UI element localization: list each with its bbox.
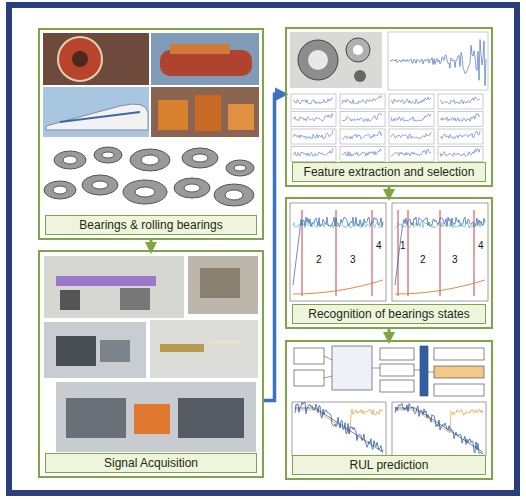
signal-trace [293, 280, 383, 294]
flow-arrow [264, 94, 285, 400]
flow-arrow [388, 327, 391, 341]
signal-trace [293, 114, 333, 122]
signal-trace [395, 403, 483, 454]
signal-trace [293, 217, 383, 285]
signal-trace [440, 114, 480, 122]
mini-plot [291, 112, 336, 127]
box-heading: Recognition of bearings states [292, 304, 486, 324]
stage-number: 3 [350, 254, 356, 265]
process-box: Bearings & rolling bearings [38, 28, 264, 240]
mini-plot [291, 147, 336, 162]
signal-trace [440, 149, 480, 157]
signal-trace [440, 131, 480, 139]
mini-plot [340, 112, 385, 127]
stage-number: 1 [400, 240, 406, 251]
process-box: RUL prediction [285, 340, 493, 480]
signal-trace [342, 149, 382, 156]
box-heading: Bearings & rolling bearings [45, 215, 257, 235]
stage-number: 2 [316, 254, 322, 265]
signal-trace [391, 114, 431, 122]
signal-trace [293, 98, 333, 104]
process-box: Feature extraction and selection [285, 27, 493, 187]
mini-plot [389, 112, 434, 127]
signal-trace [395, 217, 485, 285]
signal-trace [342, 131, 382, 139]
mini-plot [340, 94, 385, 109]
mini-plot [389, 129, 434, 144]
mini-plot [389, 94, 434, 109]
stage-number: 3 [452, 254, 458, 265]
stage-number: 4 [376, 240, 382, 251]
stage-number: 4 [478, 240, 484, 251]
mini-plot [438, 94, 483, 109]
signal-trace [391, 132, 431, 139]
box-heading: Feature extraction and selection [292, 162, 486, 182]
mini-plot [438, 112, 483, 127]
signal-trace [342, 96, 382, 105]
signal-trace [293, 222, 383, 228]
mini-plot [389, 147, 434, 162]
signal-trace [390, 40, 486, 86]
box-heading: RUL prediction [292, 455, 486, 475]
mini-plot [291, 94, 336, 109]
stage-number: 2 [420, 254, 426, 265]
signal-trace [391, 149, 431, 156]
signal-trace [391, 97, 431, 104]
mini-plot [438, 129, 483, 144]
mini-plot [340, 129, 385, 144]
mini-plot [438, 147, 483, 162]
process-box: Signal Acquisition [38, 250, 264, 478]
mini-plot [340, 147, 385, 162]
signal-trace [295, 402, 383, 452]
signal-trace [293, 130, 333, 139]
mini-plot [291, 129, 336, 144]
signal-trace [293, 148, 333, 157]
signal-trace [342, 114, 382, 122]
signal-trace [395, 222, 485, 228]
signal-trace [295, 408, 383, 452]
box-heading: Signal Acquisition [45, 453, 257, 473]
signal-trace [440, 97, 480, 104]
signal-trace [395, 408, 483, 452]
signal-trace [395, 280, 485, 294]
